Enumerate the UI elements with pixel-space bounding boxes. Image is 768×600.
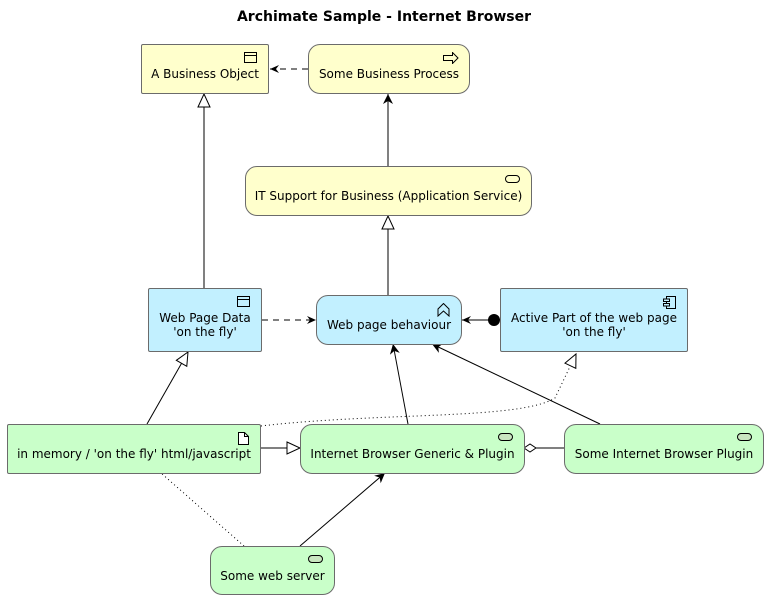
node-label: Some Internet Browser Plugin xyxy=(574,447,754,461)
node-business-object[interactable]: A Business Object xyxy=(141,44,269,94)
relation-realization-memory-active xyxy=(260,352,577,427)
artifact-icon xyxy=(238,432,249,445)
node-label: Internet Browser Generic & Plugin xyxy=(310,447,515,461)
node-browser-generic[interactable]: Internet Browser Generic & Plugin xyxy=(300,424,525,474)
component-icon xyxy=(663,296,676,309)
service-icon xyxy=(737,433,752,441)
node-web-server[interactable]: Some web server xyxy=(210,546,335,595)
service-icon xyxy=(498,433,513,441)
object-icon xyxy=(244,52,257,63)
relation-association-server-memory xyxy=(160,472,245,547)
relation-serving-browser-behaviour xyxy=(389,343,409,425)
node-label: Some web server xyxy=(220,568,325,583)
node-label: Some Business Process xyxy=(318,67,460,81)
node-it-support[interactable]: IT Support for Business (Application Ser… xyxy=(245,166,532,216)
service-icon xyxy=(308,555,323,563)
node-browser-plugin[interactable]: Some Internet Browser Plugin xyxy=(564,424,764,474)
node-label: IT Support for Business (Application Ser… xyxy=(254,189,523,203)
relation-serving-server-browser xyxy=(299,472,386,547)
node-label: Active Part of the web page 'on the fly' xyxy=(511,311,677,339)
node-active-part[interactable]: Active Part of the web page 'on the fly' xyxy=(500,288,688,352)
diagram-title: Archimate Sample - Internet Browser xyxy=(236,9,532,25)
service-icon xyxy=(505,175,520,183)
node-web-page-data[interactable]: Web Page Data 'on the fly' xyxy=(148,288,262,352)
function-icon xyxy=(437,303,450,317)
process-arrow-icon xyxy=(443,52,459,64)
relation-realization-memory-data xyxy=(146,350,189,425)
node-label: Web page behaviour xyxy=(326,318,452,332)
node-label: in memory / 'on the fly' html/javascript xyxy=(17,447,251,461)
node-label: A Business Object xyxy=(151,67,259,81)
node-business-process[interactable]: Some Business Process xyxy=(308,44,470,94)
node-web-page-behaviour[interactable]: Web page behaviour xyxy=(316,295,462,345)
node-in-memory[interactable]: in memory / 'on the fly' html/javascript xyxy=(7,424,261,474)
relation-serving-plugin-behaviour xyxy=(431,343,601,425)
object-icon xyxy=(237,296,250,307)
node-label: Web Page Data 'on the fly' xyxy=(159,311,251,339)
